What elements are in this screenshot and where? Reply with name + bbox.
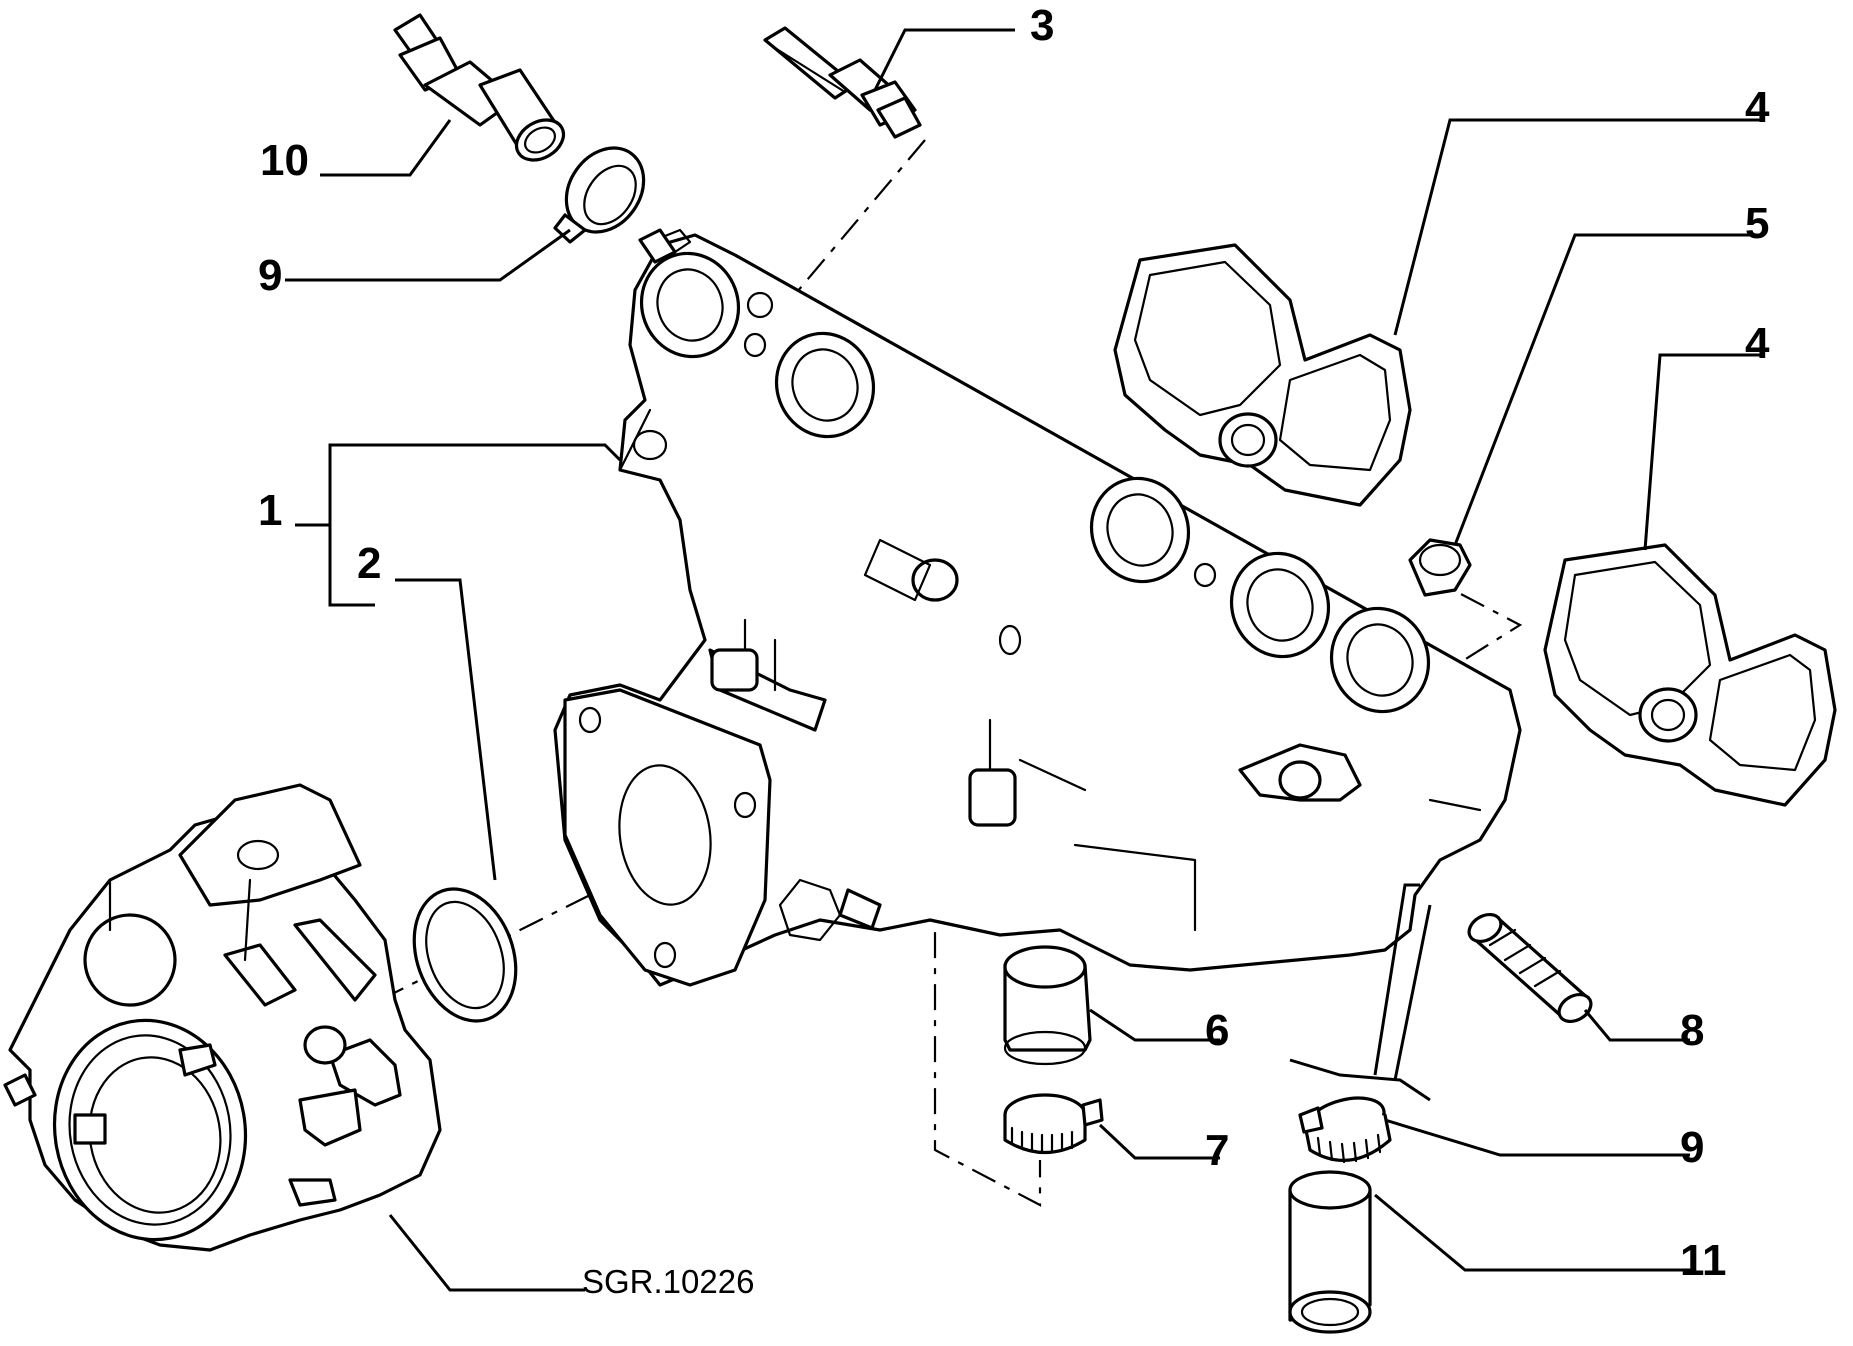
callout-1: 1 bbox=[258, 486, 282, 535]
part-10-hose-connector bbox=[393, 13, 566, 162]
callout-4-upper: 4 bbox=[1745, 83, 1770, 132]
callout-7: 7 bbox=[1205, 1126, 1229, 1175]
callout-6: 6 bbox=[1205, 1006, 1229, 1055]
part-4-gasket-upper bbox=[1113, 243, 1412, 507]
callout-9-lower: 9 bbox=[1680, 1123, 1704, 1172]
part-3-fitting bbox=[763, 26, 922, 139]
callout-4-lower: 4 bbox=[1745, 319, 1770, 368]
callout-8: 8 bbox=[1680, 1006, 1704, 1055]
reference-code: SGR.10226 bbox=[582, 1263, 754, 1300]
callout-2: 2 bbox=[357, 539, 381, 588]
callout-5: 5 bbox=[1745, 199, 1769, 248]
callout-10: 10 bbox=[260, 136, 309, 185]
throttle-body bbox=[3, 783, 442, 1252]
part-9-clamp-lower bbox=[1298, 1096, 1392, 1164]
part-4-gasket-lower bbox=[1543, 543, 1837, 807]
leader-lines bbox=[285, 28, 1760, 1292]
callout-11: 11 bbox=[1680, 1236, 1727, 1285]
part-9-clamp-upper bbox=[553, 146, 646, 244]
part-8-stud bbox=[1467, 912, 1593, 1024]
part-6-sleeve bbox=[1003, 945, 1092, 1066]
part-11-tube bbox=[1288, 1170, 1372, 1334]
part-5-plug bbox=[1408, 538, 1472, 597]
part-7-hose-clamp bbox=[1003, 1093, 1104, 1155]
part-1-intake-manifold bbox=[553, 228, 1522, 987]
callout-labels: 3 10 9 4 5 4 1 2 6 8 7 9 11 SGR.10226 bbox=[258, 1, 1770, 1300]
callout-9-upper: 9 bbox=[258, 251, 282, 300]
part-2-o-ring bbox=[412, 887, 518, 1023]
callout-3: 3 bbox=[1030, 1, 1054, 50]
